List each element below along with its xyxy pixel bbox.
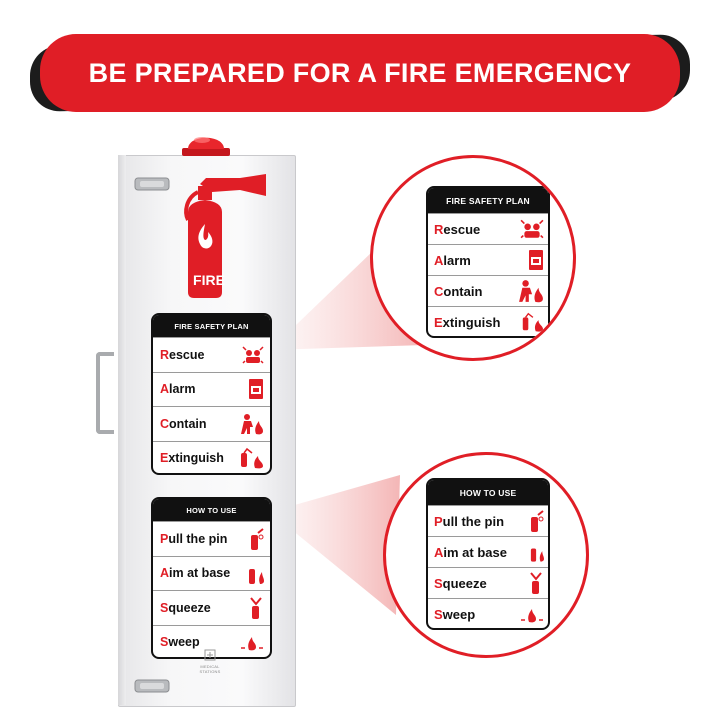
card-title: HOW TO USE: [153, 499, 270, 521]
row-label: larm: [169, 382, 196, 397]
use-row-sweep: Sweep: [153, 624, 270, 658]
headline-text: BE PREPARED FOR A FIRE EMERGENCY: [88, 57, 632, 88]
row-initial: P: [160, 531, 169, 546]
row-initial: S: [434, 606, 443, 622]
fire-alarm-icon: [249, 379, 263, 400]
fire-extinguisher-logo-icon: [184, 174, 266, 298]
plan-row-contain: Contain: [428, 275, 548, 306]
card-title: FIRE SAFETY PLAN: [428, 188, 548, 213]
use-row-aim: Aim at base: [428, 536, 548, 567]
row-initial: S: [434, 575, 443, 591]
use-row-sweep: Sweep: [428, 598, 548, 628]
top-latch-icon[interactable]: [134, 174, 170, 194]
plan-row-extinguish: Extinguish: [428, 306, 548, 336]
plan-row-extinguish: Extinguish: [153, 440, 270, 474]
rescue-icon: [242, 346, 264, 364]
row-initial: E: [160, 451, 169, 466]
use-row-squeeze: Squeeze: [428, 567, 548, 598]
use-row-squeeze: Squeeze: [153, 590, 270, 625]
pull-pin-icon: [251, 527, 264, 550]
cabinet-how-to-use-card: HOW TO USE Pull the pin Aim at base Sque…: [151, 497, 272, 659]
row-initial: C: [434, 283, 444, 299]
row-label: im at base: [443, 544, 507, 560]
use-row-pull: Pull the pin: [153, 521, 270, 556]
plan-row-rescue: Rescue: [428, 213, 548, 244]
row-initial: A: [434, 544, 444, 560]
contain-icon: [519, 280, 543, 303]
row-initial: S: [160, 635, 169, 650]
row-initial: A: [434, 252, 444, 268]
row-label: ull the pin: [168, 531, 228, 546]
row-initial: E: [434, 314, 443, 330]
row-initial: R: [160, 347, 170, 362]
plan-row-rescue: Rescue: [153, 337, 270, 372]
use-row-pull: Pull the pin: [428, 505, 548, 536]
bottom-latch-icon[interactable]: [134, 676, 170, 696]
row-label: im at base: [169, 566, 231, 581]
cabinet-hinge-edge: [118, 155, 126, 705]
row-initial: S: [160, 600, 169, 615]
row-initial: A: [160, 566, 170, 581]
zoomed-how-to-use-card: HOW TO USE Pull the pin Aim at base Sque…: [426, 478, 550, 630]
contain-icon: [241, 413, 263, 435]
use-row-aim: Aim at base: [153, 555, 270, 591]
row-label: escue: [443, 221, 481, 237]
fire-alarm-icon: [529, 250, 543, 270]
pull-pin-icon: [531, 510, 544, 532]
card-title: FIRE SAFETY PLAN: [153, 315, 270, 337]
aim-icon: [530, 548, 544, 562]
card-title: HOW TO USE: [428, 480, 548, 505]
plan-row-contain: Contain: [153, 406, 270, 441]
row-label: larm: [443, 252, 471, 268]
row-label: queeze: [442, 575, 487, 591]
headline-banner: BE PREPARED FOR A FIRE EMERGENCY: [40, 34, 680, 112]
squeeze-icon: [530, 572, 542, 594]
fire-safety-plan-zoom: FIRE SAFETY PLAN Rescue Alarm Contain Ex…: [370, 155, 576, 361]
row-label: weep: [168, 635, 200, 650]
sweep-icon: [521, 609, 543, 623]
row-label: escue: [169, 347, 205, 362]
cabinet-fire-safety-plan-card: FIRE SAFETY PLAN Rescue Alarm Contain Ex…: [151, 313, 272, 475]
zoomed-fire-safety-plan-card: FIRE SAFETY PLAN Rescue Alarm Contain Ex…: [426, 186, 550, 338]
fire-label: FIRE: [193, 272, 225, 288]
row-label: weep: [442, 606, 476, 622]
row-label: xtinguish: [168, 451, 224, 466]
row-initial: A: [160, 382, 170, 397]
row-label: ull the pin: [442, 513, 505, 529]
brand-logo-icon: [204, 649, 216, 661]
alarm-beacon: [182, 137, 230, 156]
plan-row-alarm: Alarm: [153, 371, 270, 407]
plan-row-alarm: Alarm: [428, 244, 548, 275]
cabinet-handle[interactable]: [96, 352, 114, 434]
sweep-icon: [241, 637, 263, 651]
rescue-icon: [520, 219, 544, 239]
squeeze-icon: [250, 597, 262, 619]
row-initial: C: [160, 416, 170, 431]
how-to-use-zoom: HOW TO USE Pull the pin Aim at base Sque…: [383, 452, 589, 658]
use-zoom-beam: [270, 475, 400, 615]
row-initial: R: [434, 221, 444, 237]
row-label: ontain: [169, 416, 207, 431]
brand-text: MEDICAL STATIONS: [199, 664, 221, 674]
extinguish-icon: [241, 448, 263, 469]
row-label: queeze: [168, 600, 211, 615]
row-label: ontain: [443, 283, 483, 299]
row-label: xtinguish: [442, 314, 501, 330]
aim-icon: [249, 569, 264, 585]
row-initial: P: [434, 513, 443, 529]
extinguish-icon: [522, 312, 544, 332]
